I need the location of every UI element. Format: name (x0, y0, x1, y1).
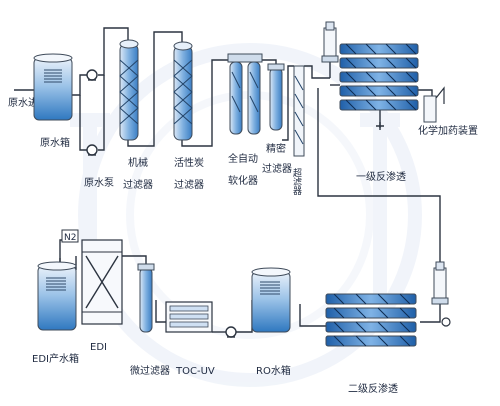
mechanical-filter-label-2: 过滤器 (123, 178, 153, 191)
edi-label: EDI (90, 342, 107, 353)
stage1-ro-pump (321, 21, 339, 63)
ultra-filter (293, 65, 305, 157)
stage2-ro-membranes (325, 293, 417, 347)
ro-water-pump (225, 326, 237, 338)
softener-label-2: 软化器 (228, 174, 258, 187)
stage1-ro-membranes (339, 43, 419, 111)
toc-uv-label: TOC-UV (175, 366, 215, 377)
precision-filter-label-1: 精密 (266, 142, 286, 155)
carbon-filter-label-2: 过滤器 (174, 178, 204, 191)
edi-tank-label: EDI产水箱 (32, 352, 79, 365)
mechanical-filter (119, 39, 139, 141)
stage2-ro-label: 二级反渗透 (348, 382, 398, 395)
stage2-ro-outlet-valve (441, 317, 451, 327)
stage1-ro-label: 一级反渗透 (356, 170, 406, 183)
n2-supply (61, 229, 79, 243)
raw-water-tank-label: 原水箱 (40, 136, 70, 149)
softener-label-1: 全自动 (228, 152, 258, 165)
carbon-filter-label-1: 活性炭 (174, 156, 204, 169)
edi-product-tank (37, 261, 77, 331)
ultra-filter-label: 超滤器 (291, 167, 302, 195)
precision-filter (267, 63, 285, 131)
raw-water-pump-1 (86, 69, 98, 81)
chemical-dosing-unit (423, 86, 445, 123)
ro-tank-label: RO水箱 (256, 364, 291, 377)
carbon-filter (173, 41, 193, 141)
stage2-ro-pump (431, 261, 449, 305)
stage1-ro-drain-icon (376, 122, 384, 130)
mechanical-filter-label-1: 机械 (128, 156, 148, 169)
raw-water-pump-label: 原水泵 (84, 177, 114, 189)
softener (227, 53, 263, 135)
precision-filter-label-2: 过滤器 (262, 162, 292, 175)
raw-water-tank (33, 53, 73, 121)
ro-water-tank (251, 267, 291, 333)
chemical-dosing-label: 化学加药装置 (418, 124, 478, 137)
raw-water-pump-2 (86, 144, 98, 156)
micro-filter (137, 263, 155, 333)
micro-filter-label: 微过滤器 (130, 364, 170, 377)
raw-water-inlet-label: 原水进 (8, 97, 38, 109)
n2-label: N2 (64, 233, 76, 243)
edi-module (81, 239, 123, 325)
toc-uv-unit (165, 301, 213, 333)
